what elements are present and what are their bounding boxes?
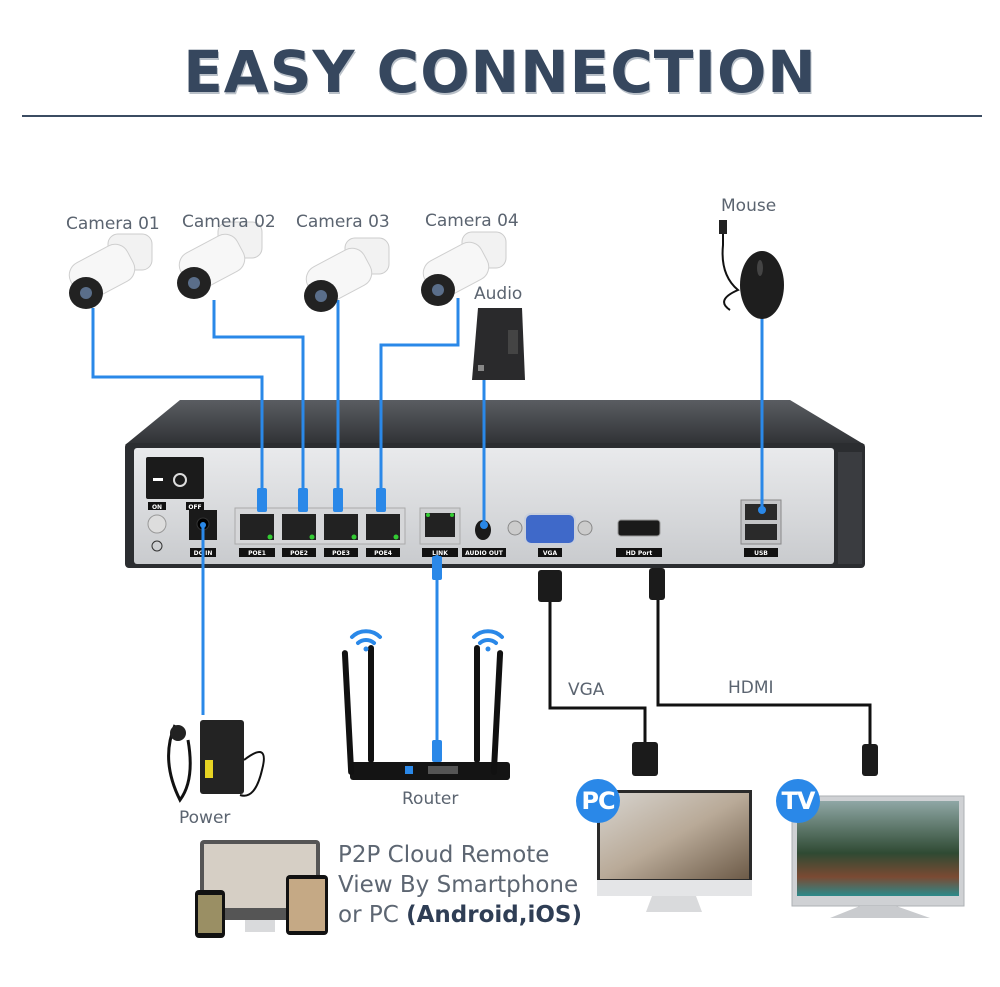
- remote-view-platforms: (Android,iOS): [406, 902, 582, 928]
- remote-view-line-1: P2P Cloud Remote: [338, 842, 550, 868]
- poe-ports: [240, 514, 400, 540]
- port-label-link: LINK: [432, 550, 448, 557]
- power-label: Power: [179, 808, 231, 828]
- port-label-poe1: POE1: [248, 550, 266, 557]
- speaker-icon: [472, 308, 525, 380]
- camera-03-icon: [304, 237, 390, 312]
- title-divider: [22, 115, 982, 117]
- video-cables: [548, 598, 872, 748]
- camera-01-icon: [68, 233, 153, 309]
- port-label-hd-port: HD Port: [626, 550, 653, 557]
- cameras: [68, 221, 507, 312]
- remote-view-line-3-prefix: or PC: [338, 902, 407, 928]
- port-label-poe3: POE3: [332, 550, 350, 557]
- port-label-vga: VGA: [543, 550, 558, 557]
- camera-02-label: Camera 02: [182, 212, 276, 232]
- tv-icon: [791, 795, 965, 918]
- port-label-poe2: POE2: [290, 550, 308, 557]
- hdmi-port: [617, 519, 661, 537]
- camera-01-cable: [91, 308, 264, 492]
- wifi-icon-right: [472, 629, 504, 652]
- remote-view-devices-icon: [195, 840, 328, 938]
- nvr-top-cover: [125, 400, 865, 445]
- remote-view-caption: P2P Cloud Remote View By Smartphone or P…: [338, 840, 582, 930]
- hdmi-cable: [656, 598, 872, 748]
- vga-cable-label: VGA: [568, 680, 605, 700]
- remote-view-line-3: or PC (Android,iOS): [338, 900, 582, 930]
- camera-02-cable: [212, 300, 305, 492]
- hdmi-cable-label: HDMI: [728, 678, 774, 698]
- router-icon: [341, 645, 510, 780]
- wifi-icons: [350, 629, 504, 652]
- vga-cable: [548, 600, 647, 745]
- link-port: [425, 513, 455, 537]
- mouse-icon: [719, 220, 784, 319]
- pc-badge: PC: [576, 779, 620, 823]
- tv-badge: TV: [776, 779, 820, 823]
- vga-plug-top: [538, 570, 562, 602]
- port-label-usb: USB: [754, 550, 768, 557]
- camera-04-cable: [379, 298, 460, 492]
- hdmi-plug-top: [649, 568, 665, 600]
- vga-plug-bottom: [632, 742, 658, 776]
- wifi-icon-left: [350, 629, 382, 652]
- pc-monitor-icon: [597, 790, 752, 912]
- vga-port: [524, 513, 576, 545]
- mouse-label: Mouse: [721, 196, 777, 216]
- camera-04-icon: [421, 231, 507, 306]
- port-label-audio-out: AUDIO OUT: [465, 550, 504, 557]
- camera-03-label: Camera 03: [296, 212, 390, 232]
- port-label-poe4: POE4: [374, 550, 392, 557]
- audio-label: Audio: [474, 284, 523, 304]
- switch-on-label: ON: [152, 504, 162, 511]
- camera-04-label: Camera 04: [425, 211, 519, 231]
- nvr-recorder: ON OFF: [125, 400, 865, 568]
- router-label: Router: [402, 789, 459, 809]
- camera-02-icon: [177, 221, 263, 299]
- page-title: EASY CONNECTION: [183, 38, 817, 106]
- switch-off-label: OFF: [188, 504, 201, 511]
- camera-01-label: Camera 01: [66, 214, 160, 234]
- network-cables: [91, 298, 764, 752]
- remote-view-line-2: View By Smartphone: [338, 872, 579, 898]
- hdmi-plug-bottom: [862, 744, 878, 776]
- power-adapter-icon: [167, 720, 265, 803]
